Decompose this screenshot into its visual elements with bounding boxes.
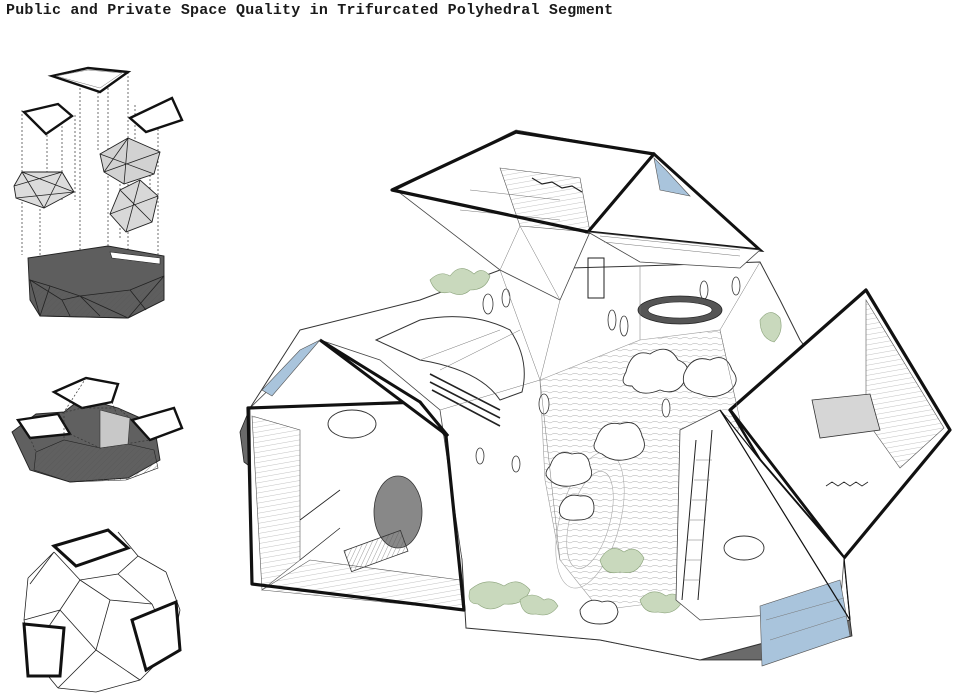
people (475, 276, 741, 473)
assembled-axonometric-diagram (11, 376, 184, 483)
private-room-lower (675, 409, 851, 667)
trees (545, 348, 737, 625)
left-faceted-module (13, 171, 75, 209)
public-room-upper (395, 129, 655, 301)
left-frame (246, 400, 466, 612)
outline-polyhedron-diagram (22, 528, 182, 693)
central-arch (374, 316, 525, 427)
private-room-right (729, 289, 951, 559)
exploded-base (27, 245, 165, 319)
main-section-axonometric (239, 129, 952, 667)
right-plate (127, 96, 184, 134)
page-title: Public and Private Space Quality in Trif… (6, 2, 614, 19)
water-strip (653, 157, 691, 197)
exploded-axonometric-diagram (13, 66, 184, 319)
right-faceted-module (99, 137, 161, 233)
left-plate (21, 102, 74, 136)
top-plate (47, 66, 132, 94)
